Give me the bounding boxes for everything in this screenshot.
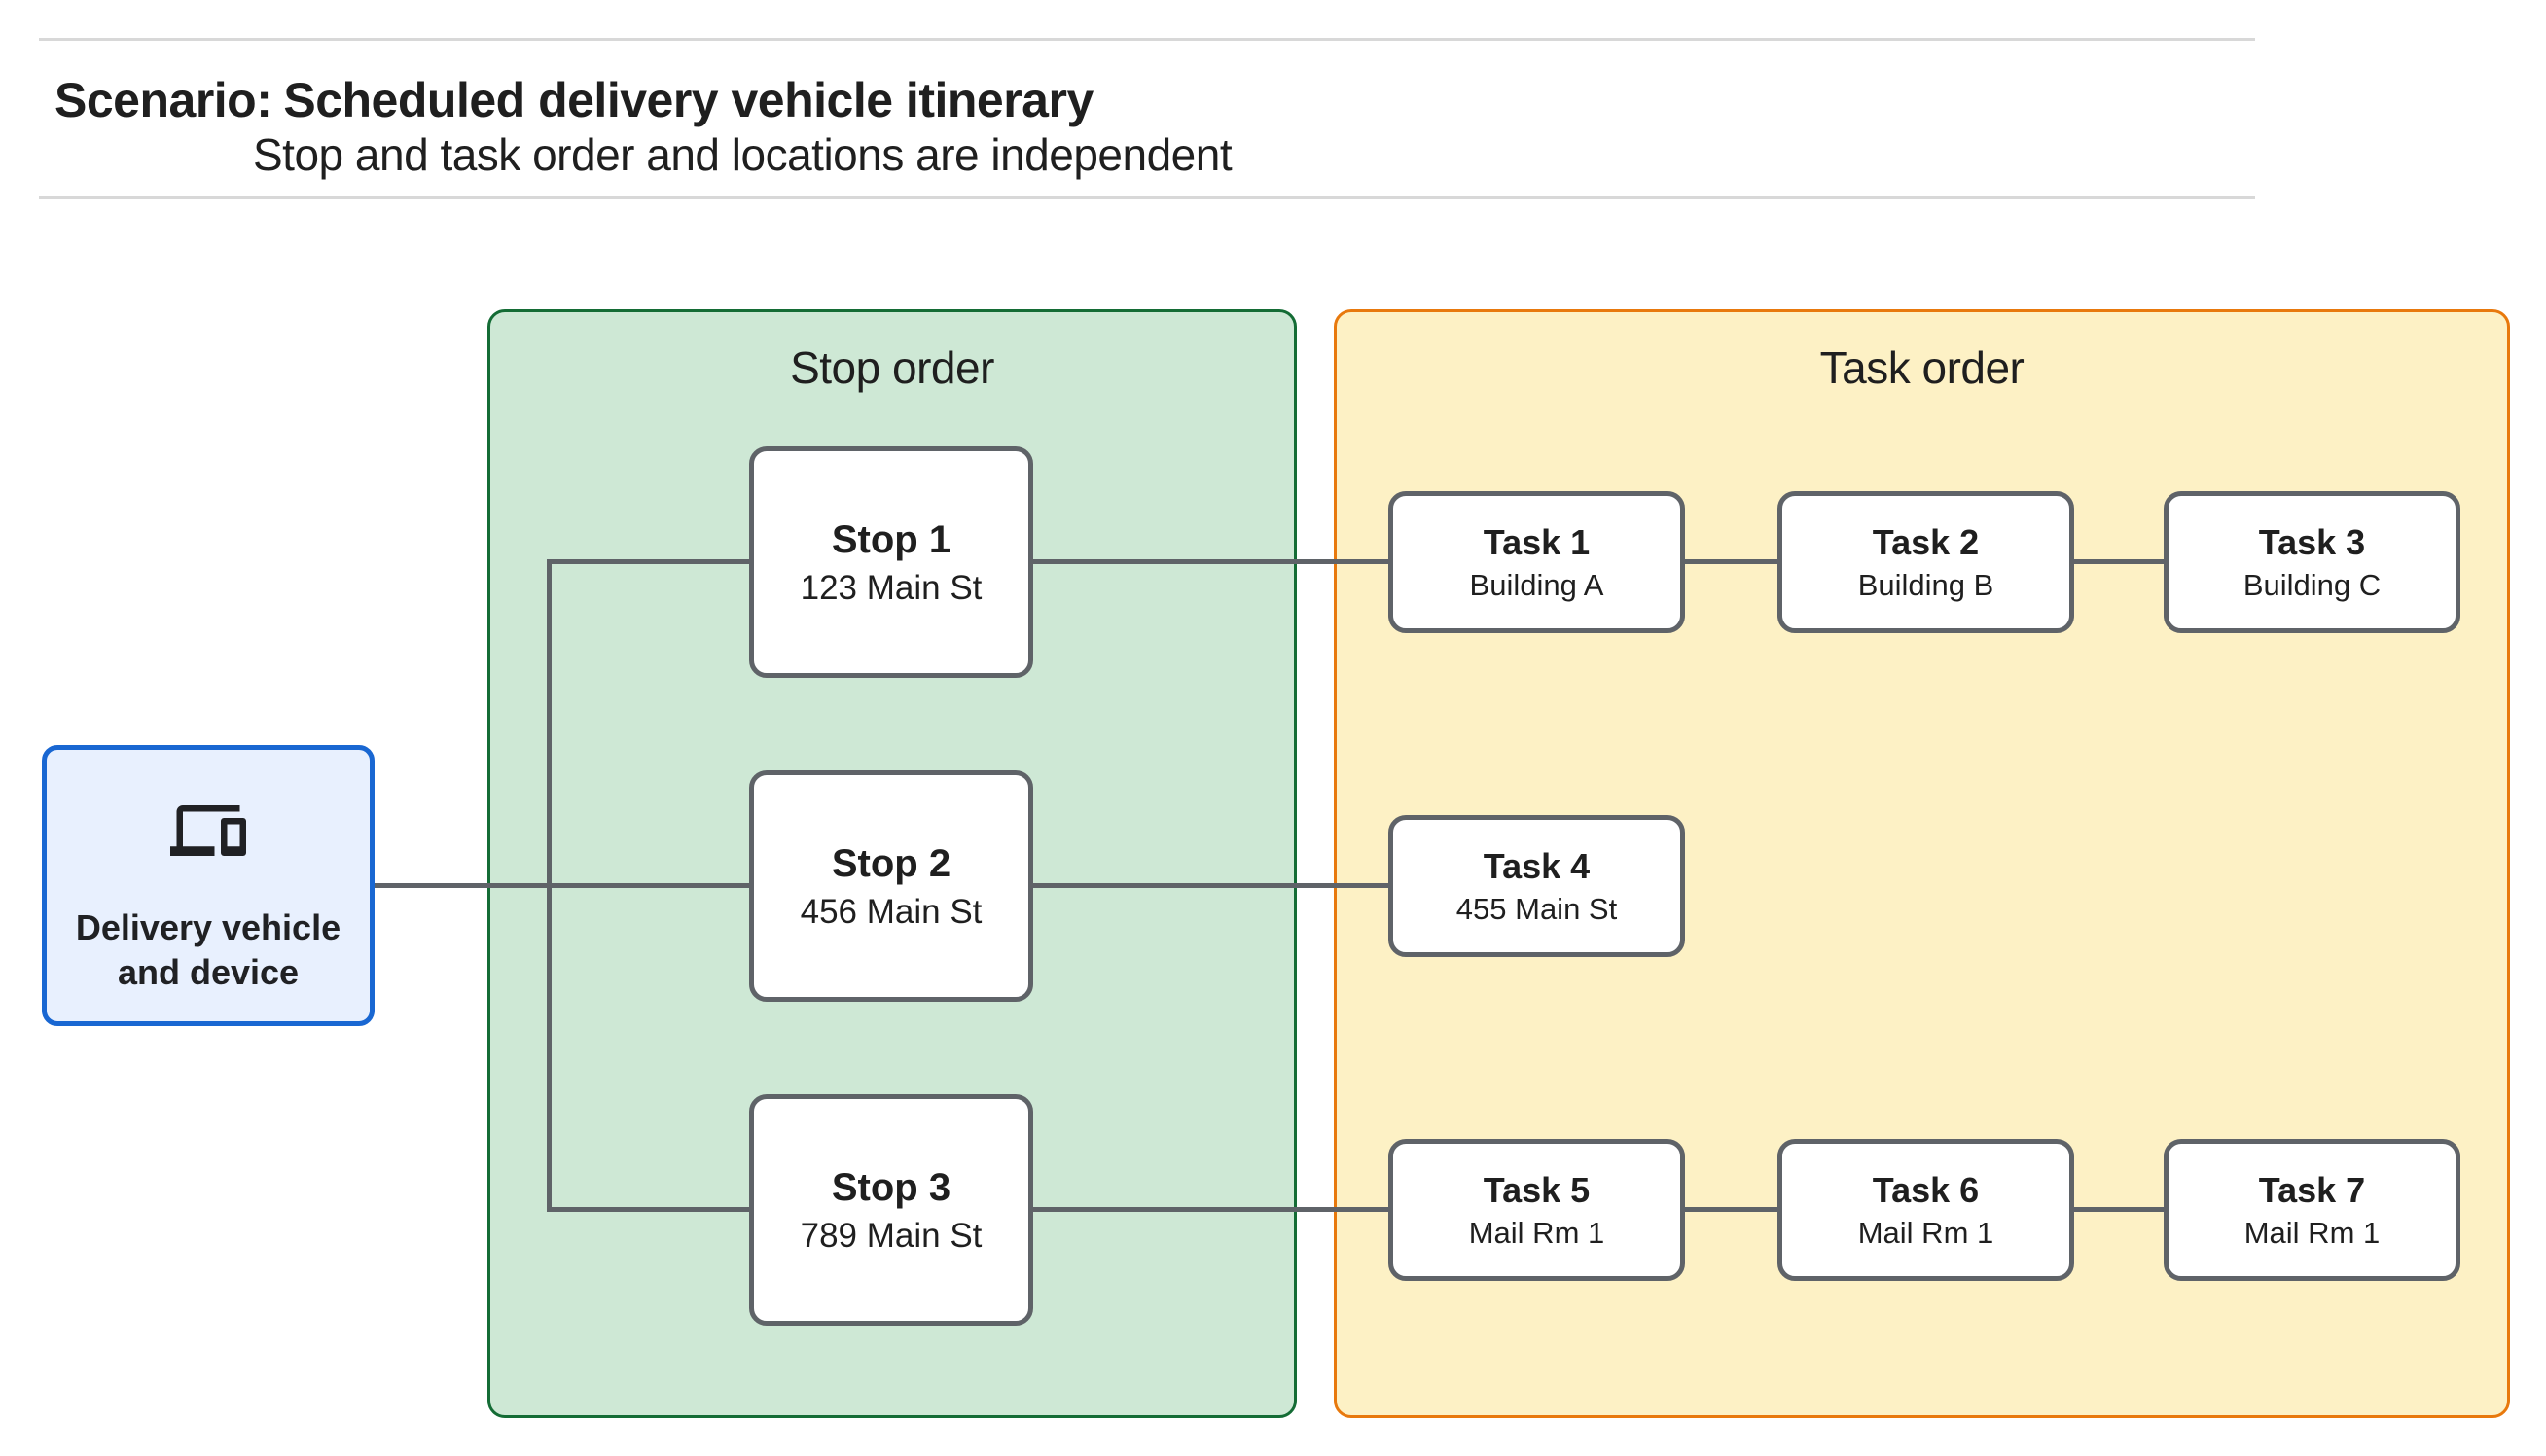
task-6-node: Task 6 Mail Rm 1 [1777, 1139, 2074, 1281]
task-3-location: Building C [2242, 568, 2382, 603]
task-4-location: 455 Main St [1455, 892, 1618, 927]
stop-1-location: 123 Main St [800, 569, 983, 608]
delivery-vehicle-label: Delivery vehicle and device [76, 906, 341, 995]
task-5-location: Mail Rm 1 [1468, 1216, 1605, 1251]
task-5-node: Task 5 Mail Rm 1 [1388, 1139, 1685, 1281]
stop-1-title: Stop 1 [831, 518, 951, 562]
connector-trunk-to-stop3 [549, 1207, 749, 1212]
page-title: Scenario:Scheduled delivery vehicle itin… [54, 72, 1094, 128]
divider-bottom [39, 196, 2255, 199]
connector-trunk-vertical [547, 559, 552, 1212]
stop-2-title: Stop 2 [831, 842, 951, 886]
connector-task5-task6 [1685, 1207, 1777, 1212]
task-2-title: Task 2 [1872, 521, 1980, 562]
stop-3-title: Stop 3 [831, 1166, 951, 1210]
stop-2-location: 456 Main St [800, 893, 983, 932]
connector-stop2-task4 [1033, 883, 1388, 888]
connector-stop1-task1 [1033, 559, 1388, 564]
task-2-location: Building B [1857, 568, 1994, 603]
connector-task1-task2 [1685, 559, 1777, 564]
task-7-location: Mail Rm 1 [2243, 1216, 2381, 1251]
delivery-label-line2: and device [117, 952, 300, 993]
task-3-title: Task 3 [2258, 521, 2366, 562]
delivery-vehicle-node: Delivery vehicle and device [42, 745, 375, 1026]
stop-1-node: Stop 1 123 Main St [749, 446, 1033, 678]
devices-icon [170, 805, 246, 856]
stop-3-node: Stop 3 789 Main St [749, 1094, 1033, 1326]
title-main: Scheduled delivery vehicle itinerary [283, 73, 1094, 127]
task-7-title: Task 7 [2258, 1169, 2366, 1210]
divider-top [39, 38, 2255, 41]
connector-task2-task3 [2073, 559, 2164, 564]
connector-trunk-to-stop1 [549, 559, 749, 564]
task-2-node: Task 2 Building B [1777, 491, 2074, 633]
task-3-node: Task 3 Building C [2164, 491, 2460, 633]
task-6-location: Mail Rm 1 [1857, 1216, 1994, 1251]
task-5-title: Task 5 [1483, 1169, 1591, 1210]
stop-3-location: 789 Main St [800, 1217, 983, 1256]
connector-source-to-stop2 [375, 883, 749, 888]
stop-order-label: Stop order [790, 342, 994, 393]
title-prefix: Scenario: [54, 73, 272, 127]
connector-task6-task7 [2073, 1207, 2164, 1212]
task-1-title: Task 1 [1483, 521, 1591, 562]
page-subtitle: Stop and task order and locations are in… [253, 129, 1233, 180]
task-1-location: Building A [1469, 568, 1604, 603]
stop-2-node: Stop 2 456 Main St [749, 770, 1033, 1002]
task-6-title: Task 6 [1872, 1169, 1980, 1210]
task-order-label: Task order [1819, 342, 2025, 393]
task-4-node: Task 4 455 Main St [1388, 815, 1685, 957]
task-1-node: Task 1 Building A [1388, 491, 1685, 633]
task-7-node: Task 7 Mail Rm 1 [2164, 1139, 2460, 1281]
connector-stop3-task5 [1033, 1207, 1388, 1212]
task-4-title: Task 4 [1483, 845, 1591, 886]
delivery-label-line1: Delivery vehicle [75, 907, 341, 947]
